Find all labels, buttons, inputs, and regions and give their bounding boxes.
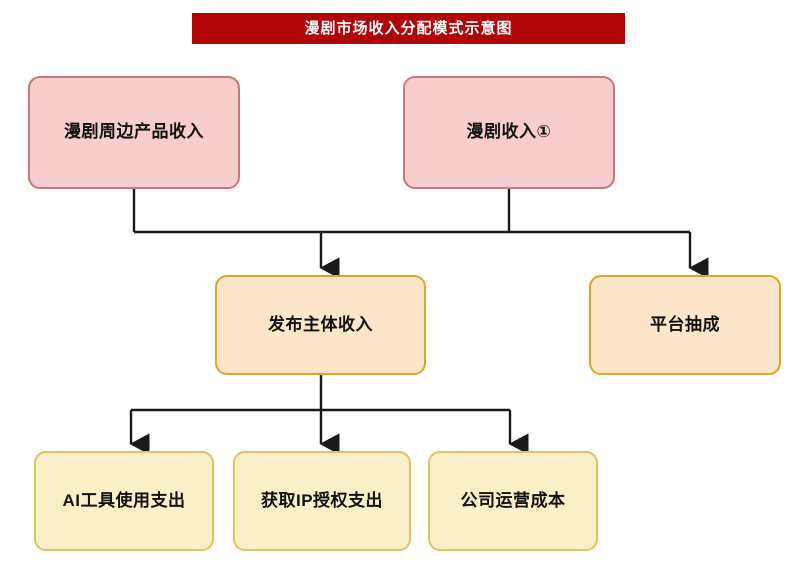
node-drama-revenue[interactable]: 漫剧收入① [403, 76, 615, 189]
diagram-title-text: 漫剧市场收入分配模式示意图 [304, 20, 513, 37]
node-operating-cost[interactable]: 公司运营成本 [428, 451, 598, 551]
node-operating-cost-label: 公司运营成本 [460, 490, 566, 510]
node-ip-license-cost[interactable]: 获取IP授权支出 [233, 451, 411, 551]
node-ai-tool-cost[interactable]: AI工具使用支出 [34, 451, 214, 551]
node-ip-license-cost-label: 获取IP授权支出 [260, 490, 384, 510]
node-merchandise-revenue[interactable]: 漫剧周边产品收入 [28, 76, 240, 189]
node-ai-tool-cost-label: AI工具使用支出 [62, 490, 186, 510]
node-platform-commission-label: 平台抽成 [650, 314, 720, 334]
node-platform-commission[interactable]: 平台抽成 [589, 275, 781, 375]
node-drama-revenue-label: 漫剧收入① [466, 122, 552, 142]
node-publisher-revenue[interactable]: 发布主体收入 [215, 275, 426, 375]
diagram-title-banner: 漫剧市场收入分配模式示意图 [192, 13, 625, 44]
node-publisher-revenue-label: 发布主体收入 [268, 314, 373, 334]
node-merchandise-revenue-label: 漫剧周边产品收入 [64, 122, 204, 142]
